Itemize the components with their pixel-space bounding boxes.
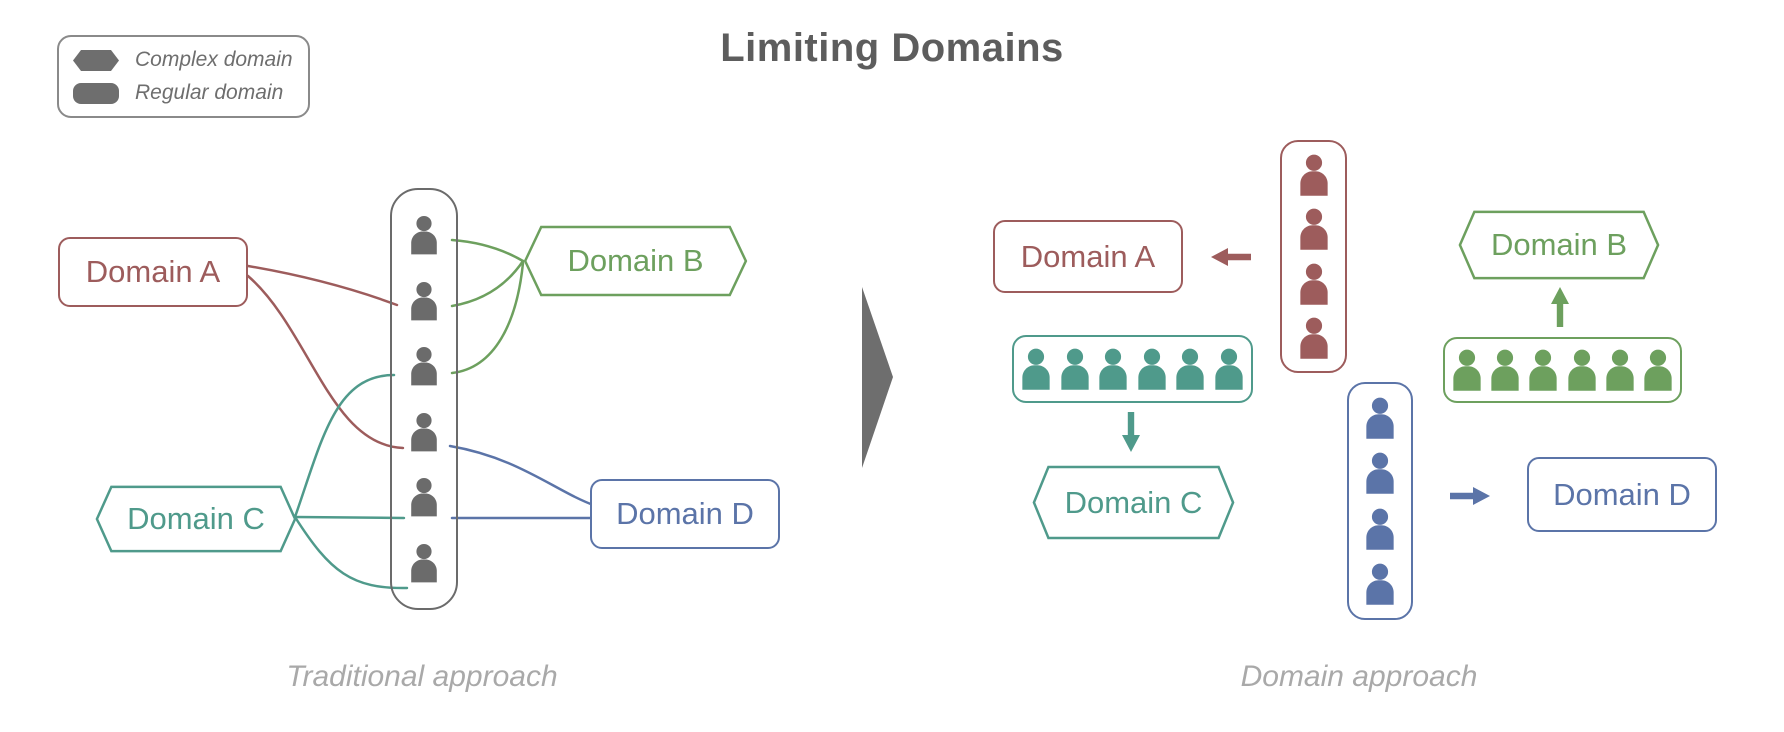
left-domain-b-label: Domain B [567,243,704,278]
person-icon [1453,349,1481,391]
shared-people-pool [390,188,458,610]
person-icon [1214,348,1243,390]
person-icon [411,281,437,321]
left-caption: Traditional approach [286,660,558,693]
left-domain-c-label: Domain C [127,501,265,536]
hexagon-shape [523,225,748,297]
right-domain-d-label: Domain D [1553,476,1691,512]
transition-arrow-icon [862,287,893,468]
arrow-left-icon [1211,248,1251,266]
legend-label-regular: Regular domain [135,81,284,104]
hexagon-shape [1458,210,1660,280]
person-icon [411,216,437,255]
person-icon [1299,263,1328,305]
link-a-person2 [246,264,399,307]
left-domain-d-label: Domain D [616,496,754,531]
right-domain-a-box: Domain A [993,220,1183,293]
link-b-person3 [450,261,525,375]
link-c-person3 [293,373,396,519]
right-domain-a-label: Domain A [1020,238,1156,274]
person-icon [1138,348,1166,390]
link-b-person2 [450,259,525,308]
link-a-person4 [246,274,405,450]
team-d-people-group [1347,382,1413,620]
person-icon [411,412,437,452]
link-b-person1 [450,238,525,263]
person-icon [1606,349,1634,391]
page-title: Limiting Domains [720,26,1064,70]
person-icon [1366,452,1394,494]
person-icon [411,347,437,386]
arrow-up-icon [1551,287,1569,327]
right-domain-d-box: Domain D [1527,457,1717,532]
person-icon [1022,348,1051,390]
team-a-people-group [1280,140,1347,373]
person-icon [1176,348,1204,390]
left-domain-d-box: Domain D [590,479,780,549]
person-icon [411,478,437,517]
complex-domain-hexagon-icon [73,49,119,71]
left-domain-c-hexagon: Domain C [95,485,297,553]
right-domain-c-label: Domain C [1064,484,1203,520]
person-icon [1099,348,1127,390]
link-c-person6 [293,515,409,590]
legend-item-regular-domain: Regular domain [73,81,294,105]
legend-item-complex-domain: Complex domain [73,48,294,72]
person-icon [1491,349,1519,391]
hexagon-shape [95,485,297,553]
person-icon [1366,397,1394,439]
arrow-right-icon [1450,487,1490,505]
arrow-down-icon [1122,412,1140,452]
hexagon-shape [1032,465,1235,540]
person-icon [1567,349,1596,391]
right-domain-b-hexagon: Domain B [1458,210,1660,280]
person-icon [1299,318,1328,360]
person-icon [1529,349,1558,391]
left-domain-b-hexagon: Domain B [523,225,748,297]
person-icon [1644,349,1672,391]
person-icon [1366,564,1394,606]
team-b-people-group [1443,337,1682,403]
legend-label-complex: Complex domain [135,48,293,71]
person-icon [1299,208,1328,250]
left-domain-a-box: Domain A [58,237,248,307]
person-icon [1299,154,1328,196]
regular-domain-rect-icon [73,82,119,104]
link-c-person5 [293,515,406,520]
team-c-people-group [1012,335,1253,403]
link-d-person4 [448,444,598,508]
person-icon [1061,348,1089,390]
right-domain-c-hexagon: Domain C [1032,465,1235,540]
person-icon [411,543,437,582]
person-icon [1366,508,1394,550]
legend: Complex domain Regular domain [57,35,310,118]
left-domain-a-label: Domain A [85,254,221,289]
right-caption: Domain approach [1240,660,1478,693]
right-domain-b-label: Domain B [1490,227,1628,262]
